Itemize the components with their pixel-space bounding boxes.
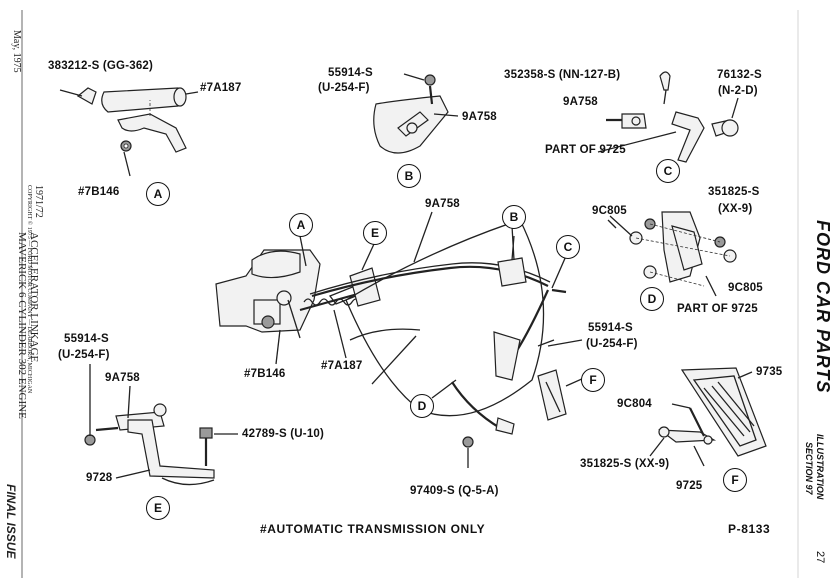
brand-title: FORD CAR PARTS bbox=[813, 220, 833, 394]
main-view-c-marker: C bbox=[556, 235, 580, 259]
callout-c-nut-code: (N-2-D) bbox=[718, 85, 758, 97]
callout-e-bracket: 9728 bbox=[86, 472, 113, 484]
view-d-marker: D bbox=[640, 287, 664, 311]
callout-d-bushing-right: 9C805 bbox=[728, 282, 763, 294]
view-f-marker: F bbox=[723, 468, 747, 492]
view-c-drawing bbox=[597, 71, 739, 163]
title-line-1: ACCELERATOR LINKAGE bbox=[28, 232, 40, 363]
callout-f-pivot: 9C804 bbox=[617, 398, 652, 410]
view-e-marker: E bbox=[146, 496, 170, 520]
main-view-d-marker: D bbox=[410, 394, 434, 418]
callout-e-cable: 9A758 bbox=[105, 372, 140, 384]
callout-e-screw-number: 55914-S bbox=[64, 333, 109, 345]
callout-a-bracket: 383212-S (GG-362) bbox=[48, 60, 154, 72]
callout-f-lever: 9725 bbox=[676, 480, 703, 492]
callout-d-bushing-left: 9C805 bbox=[592, 205, 627, 217]
callout-d-clip-number: 351825-S bbox=[708, 186, 760, 198]
section-label-2: SECTION 97 bbox=[804, 442, 814, 495]
issue-date: May, 1975 bbox=[11, 30, 22, 73]
callout-f-pad: 9735 bbox=[756, 366, 783, 378]
callout-d-clip-code: (XX-9) bbox=[718, 203, 753, 215]
main-assembly-drawing bbox=[215, 211, 585, 468]
callout-e-screw-code: (U-254-F) bbox=[58, 349, 110, 361]
main-view-b-marker: B bbox=[502, 205, 526, 229]
callout-main-clip: 97409-S (Q-5-A) bbox=[410, 485, 499, 497]
callout-main-screw-number: 55914-S bbox=[588, 322, 633, 334]
callout-main-bushing: #7B146 bbox=[244, 368, 286, 380]
callout-c-nut-number: 76132-S bbox=[717, 69, 762, 81]
callout-b-cable: 9A758 bbox=[462, 111, 497, 123]
plate-number: P-8133 bbox=[728, 522, 771, 536]
callout-a-rod: #7A187 bbox=[200, 82, 242, 94]
callout-b-screw-code: (U-254-F) bbox=[318, 82, 370, 94]
callout-b-screw-number: 55914-S bbox=[328, 67, 373, 79]
callout-e-bolt: 42789-S (U-10) bbox=[242, 428, 325, 440]
callout-main-cable: 9A758 bbox=[425, 198, 460, 210]
view-b-marker: B bbox=[397, 164, 421, 188]
view-f-drawing bbox=[649, 367, 767, 467]
callout-f-clip: 351825-S (XX-9) bbox=[580, 458, 670, 470]
callout-a-bushing: #7B146 bbox=[78, 186, 120, 198]
main-view-f-marker: F bbox=[581, 368, 605, 392]
main-view-a-marker: A bbox=[289, 213, 313, 237]
callout-c-pin: 352358-S (NN-127-B) bbox=[504, 69, 621, 81]
footnote: #AUTOMATIC TRANSMISSION ONLY bbox=[260, 522, 486, 536]
callout-main-screw-code: (U-254-F) bbox=[586, 338, 638, 350]
main-view-e-marker: E bbox=[363, 221, 387, 245]
view-a-marker: A bbox=[146, 182, 170, 206]
title-line-2: MAVERICK 6 CYLINDER 302 ENGINE bbox=[16, 232, 28, 419]
title-year: 1971/72 bbox=[33, 185, 44, 218]
callout-d-part: PART OF 9725 bbox=[677, 303, 758, 315]
view-a-drawing bbox=[59, 87, 199, 177]
callout-c-part: PART OF 9725 bbox=[545, 144, 626, 156]
page-number: 27 bbox=[814, 551, 826, 564]
view-e-drawing bbox=[84, 364, 238, 486]
callout-main-rod: #7A187 bbox=[321, 360, 363, 372]
section-label-1: ILLUSTRATION bbox=[815, 434, 825, 500]
view-b-drawing bbox=[373, 73, 459, 154]
final-issue: FINAL ISSUE bbox=[4, 484, 18, 559]
view-d-drawing bbox=[607, 211, 737, 297]
callout-c-cable: 9A758 bbox=[563, 96, 598, 108]
view-c-marker: C bbox=[656, 159, 680, 183]
